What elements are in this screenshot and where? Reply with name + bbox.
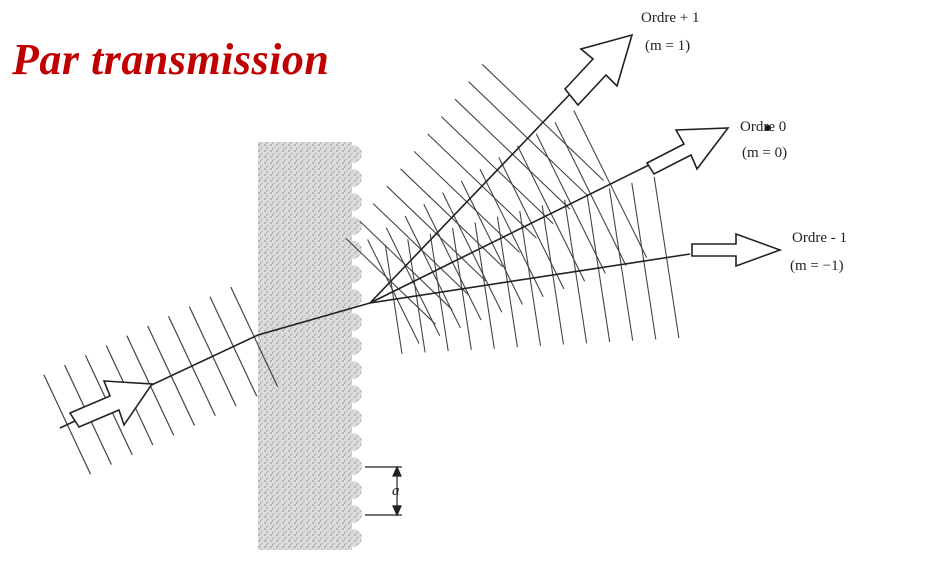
marker-dot xyxy=(765,125,771,131)
order-0-m-label: (m = 0) xyxy=(742,145,787,161)
ray-order-minus-1 xyxy=(369,253,691,304)
order-plus-1-m-label: (m = 1) xyxy=(645,38,690,54)
ray-order-plus-1 xyxy=(369,91,573,304)
order-plus-1-arrow xyxy=(563,33,634,107)
period-label: a xyxy=(392,483,400,499)
period-marker xyxy=(365,465,402,517)
order-0-arrow xyxy=(645,127,730,176)
order-plus-1-label: Ordre + 1 xyxy=(641,10,699,26)
order-minus-1-arrow xyxy=(691,232,783,268)
incident-arrow xyxy=(68,380,154,429)
order-minus-1-m-label: (m = −1) xyxy=(790,258,844,274)
grating xyxy=(258,142,362,550)
slide-title: Par transmission xyxy=(12,35,330,84)
order-0-label: Ordre 0 xyxy=(740,119,786,135)
ray-order-0 xyxy=(369,162,654,304)
order-minus-1-label: Ordre - 1 xyxy=(792,230,847,246)
